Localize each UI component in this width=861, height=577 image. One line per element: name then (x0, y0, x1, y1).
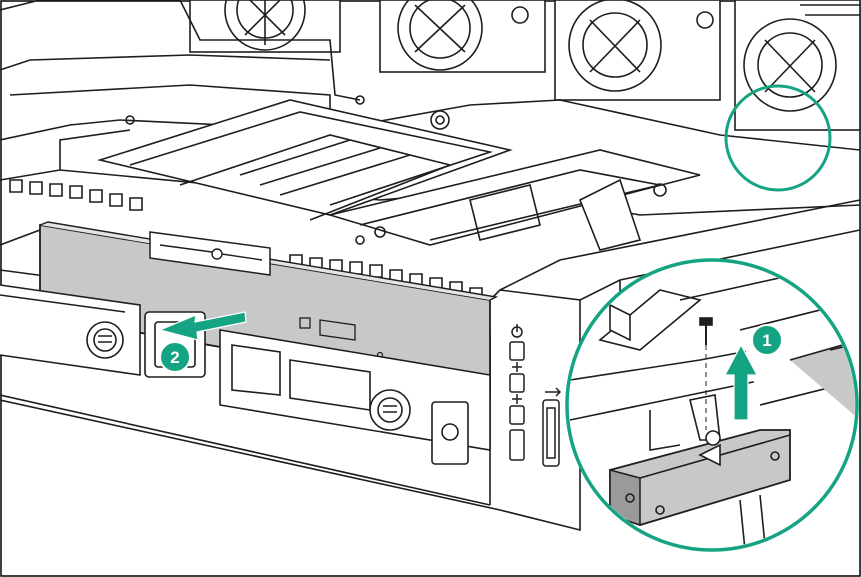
front-panel (509, 324, 562, 467)
fan-4 (734, 0, 861, 131)
removal-arrow (158, 311, 247, 341)
power-icon (511, 324, 523, 338)
optical-drive (39, 221, 499, 397)
detail-zoom: 1 (565, 258, 859, 552)
callout-step-2-label: 2 (170, 348, 179, 367)
latch-location-highlight (724, 84, 832, 192)
fan-1 (189, 0, 341, 53)
usb-icon (545, 387, 562, 397)
callout-step-1-label: 1 (762, 331, 771, 350)
callout-step-1: 1 (751, 324, 783, 356)
fan-3 (554, 0, 721, 101)
fan-assembly (189, 0, 861, 131)
lift-arrow (724, 343, 758, 421)
drive-bays (0, 284, 491, 465)
callout-step-2: 2 (159, 341, 191, 373)
fan-2 (379, 0, 546, 73)
